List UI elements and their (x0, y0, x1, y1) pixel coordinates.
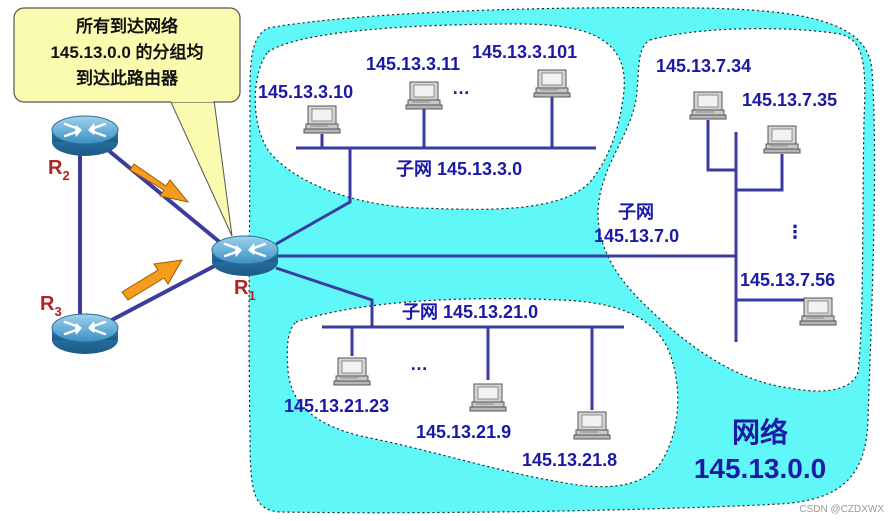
computer-icon[interactable] (469, 383, 507, 412)
watermark: CSDN @CZDXWX (799, 504, 884, 515)
computer-icon[interactable] (689, 91, 727, 120)
link-r3-r1 (107, 260, 223, 324)
arrow-from-r2 (129, 163, 190, 203)
host-145-13-3-101: 145.13.3.101 (472, 42, 577, 62)
subnet3-ellipsis: … (452, 78, 470, 98)
router-r3-label: R3 (40, 293, 62, 319)
router-r2-sub: 2 (62, 168, 69, 183)
host-145-13-7-35: 145.13.7.35 (742, 90, 837, 110)
link-r1-subnet3 (275, 148, 352, 246)
callout-line-2: 145.13.0.0 的分组均 (50, 42, 203, 62)
host-145-13-21-8: 145.13.21.8 (522, 450, 617, 470)
host-145-13-21-23: 145.13.21.23 (284, 396, 389, 416)
subnet21-bus (322, 325, 624, 410)
router-r2-letter: R (48, 157, 63, 179)
computer-icon[interactable] (533, 69, 571, 98)
callout-line-3: 到达此路由器 (76, 68, 179, 88)
router-r3-icon[interactable] (50, 312, 120, 356)
subnet21-label: 子网 145.13.21.0 (402, 302, 538, 322)
subnet-links (275, 148, 736, 326)
computer-icon[interactable] (405, 81, 443, 110)
router-r3-letter: R (40, 293, 55, 315)
router-r1-label: R1 (234, 277, 256, 303)
computer-icon[interactable] (763, 125, 801, 154)
network-label-line2: 145.13.0.0 (694, 453, 826, 484)
router-r1-letter: R (234, 277, 249, 299)
host-145-13-7-56: 145.13.7.56 (740, 270, 835, 290)
computer-icon[interactable] (573, 411, 611, 440)
subnet7-ellipsis: ⋮ (786, 222, 804, 242)
subnet7-label-line1: 子网 (618, 202, 654, 222)
subnet3-label: 子网 145.13.3.0 (396, 159, 522, 179)
host-145-13-3-11: 145.13.3.11 (366, 54, 460, 74)
router-r1-icon[interactable] (210, 234, 280, 278)
router-r1-sub: 1 (248, 288, 255, 303)
host-145-13-21-9: 145.13.21.9 (416, 422, 511, 442)
subnet21-ellipsis: … (410, 354, 428, 374)
callout: 所有到达网络 145.13.0.0 的分组均 到达此路由器 (13, 7, 241, 237)
computer-icon[interactable] (333, 357, 371, 386)
subnet3-bus (296, 96, 596, 150)
callout-line-1: 所有到达网络 (76, 16, 178, 36)
link-r1-subnet21 (275, 266, 374, 326)
router-r2-label: R2 (48, 157, 70, 183)
router-r3-sub: 3 (54, 304, 61, 319)
host-145-13-3-10: 145.13.3.10 (258, 82, 353, 102)
subnet7-label-line2: 145.13.7.0 (594, 226, 679, 246)
router-r2-icon[interactable] (50, 114, 120, 158)
network-label-line1: 网络 (732, 416, 788, 448)
arrow-from-r3 (121, 259, 183, 301)
computer-icon[interactable] (303, 105, 341, 134)
computer-icon[interactable] (799, 297, 837, 326)
subnet-region-3 (254, 23, 625, 210)
host-145-13-7-34: 145.13.7.34 (656, 56, 751, 76)
